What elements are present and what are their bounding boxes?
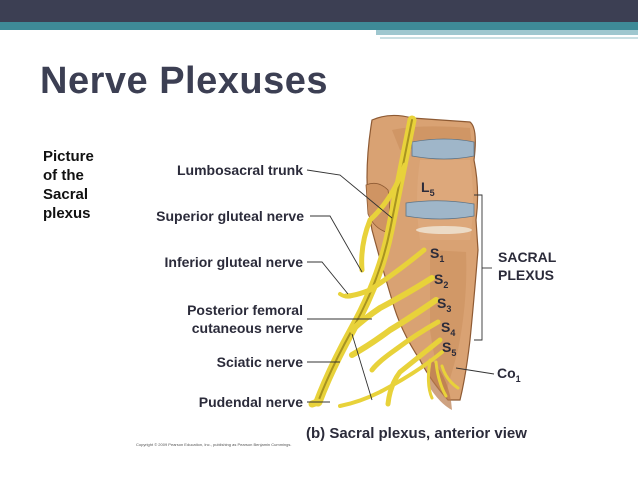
caption-line-1: Picture (43, 148, 94, 165)
label-s3: S3 (437, 295, 451, 314)
label-sciatic-nerve: Sciatic nerve (217, 354, 304, 370)
figure-caption: (b) Sacral plexus, anterior view (306, 425, 527, 442)
label-superior-gluteal-nerve: Superior gluteal nerve (156, 208, 304, 224)
nerve-labels: Lumbosacral trunk Superior gluteal nerve… (156, 162, 304, 410)
label-l5: L5 (421, 179, 435, 198)
caption-line-3: Sacral (43, 186, 89, 203)
label-pudendal-nerve: Pudendal nerve (199, 394, 303, 410)
intervertebral-discs (405, 138, 475, 234)
nerve-fibers (308, 115, 460, 408)
label-plexus: PLEXUS (498, 267, 554, 283)
label-s1: S1 (430, 245, 444, 264)
copyright-notice: Copyright © 2009 Pearson Education, Inc.… (136, 442, 292, 447)
accent-stripe-light (376, 30, 638, 35)
title-bar-band (0, 0, 638, 22)
caption-line-4: plexus (43, 205, 91, 222)
label-s2: S2 (434, 271, 448, 290)
slide-title: Nerve Plexuses (40, 60, 328, 102)
label-cutaneous-nerve: cutaneous nerve (192, 320, 303, 336)
pointer-lines (306, 169, 495, 403)
vertebral-level-labels: L5 S1 S2 S3 S4 S5 Co1 (421, 179, 521, 384)
label-s5: S5 (442, 339, 456, 358)
label-lumbosacral-trunk: Lumbosacral trunk (177, 162, 303, 178)
accent-stripe (0, 22, 638, 30)
label-posterior-femoral: Posterior femoral (187, 302, 303, 318)
caption-line-2: of the (43, 167, 84, 184)
label-sacral: SACRAL (498, 249, 557, 265)
label-s4: S4 (441, 319, 455, 338)
accent-stripe-faint (380, 37, 638, 39)
label-co1: Co1 (497, 365, 521, 384)
label-inferior-gluteal-nerve: Inferior gluteal nerve (165, 254, 304, 270)
